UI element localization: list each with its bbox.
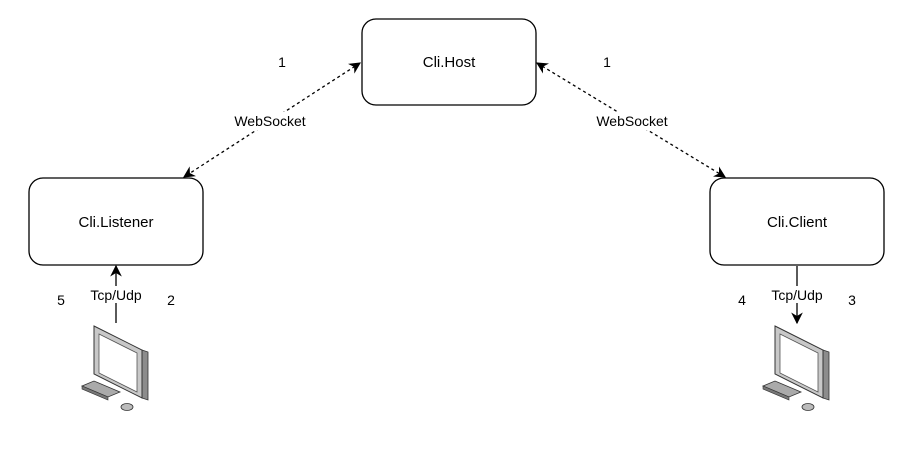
edge-number-5: 5: [57, 292, 65, 308]
edge-label-bg: [226, 112, 314, 130]
tcp-udp-label-left: Tcp/Udp: [90, 287, 142, 303]
websocket-label-left: WebSocket: [234, 113, 305, 129]
tcp-udp-label-right: Tcp/Udp: [771, 287, 823, 303]
listener-label: Cli.Listener: [78, 214, 153, 231]
edge-number-left: 1: [278, 54, 286, 70]
edge-client-pc: Tcp/Udp 4 3: [738, 266, 856, 325]
computer-icon: [80, 325, 149, 411]
edge-label-bg: [86, 286, 146, 303]
edge-listener-pc: Tcp/Udp 5 2: [57, 264, 175, 323]
edge-label-bg: [588, 112, 676, 130]
client-label: Cli.Client: [767, 214, 828, 231]
edge-number-3: 3: [848, 292, 856, 308]
edge-number-4: 4: [738, 292, 746, 308]
edge-host-client: WebSocket 1: [535, 54, 727, 178]
computer-icon: [761, 325, 830, 411]
host-label: Cli.Host: [423, 54, 476, 71]
host-node[interactable]: Cli.Host: [361, 18, 537, 106]
listener-node[interactable]: Cli.Listener: [28, 177, 204, 266]
websocket-label-right: WebSocket: [596, 113, 667, 129]
client-node[interactable]: Cli.Client: [709, 177, 885, 266]
edge-label-bg: [767, 286, 827, 303]
edge-number-2: 2: [167, 292, 175, 308]
edge-number-right: 1: [603, 54, 611, 70]
edge-host-listener: WebSocket 1: [183, 54, 361, 178]
